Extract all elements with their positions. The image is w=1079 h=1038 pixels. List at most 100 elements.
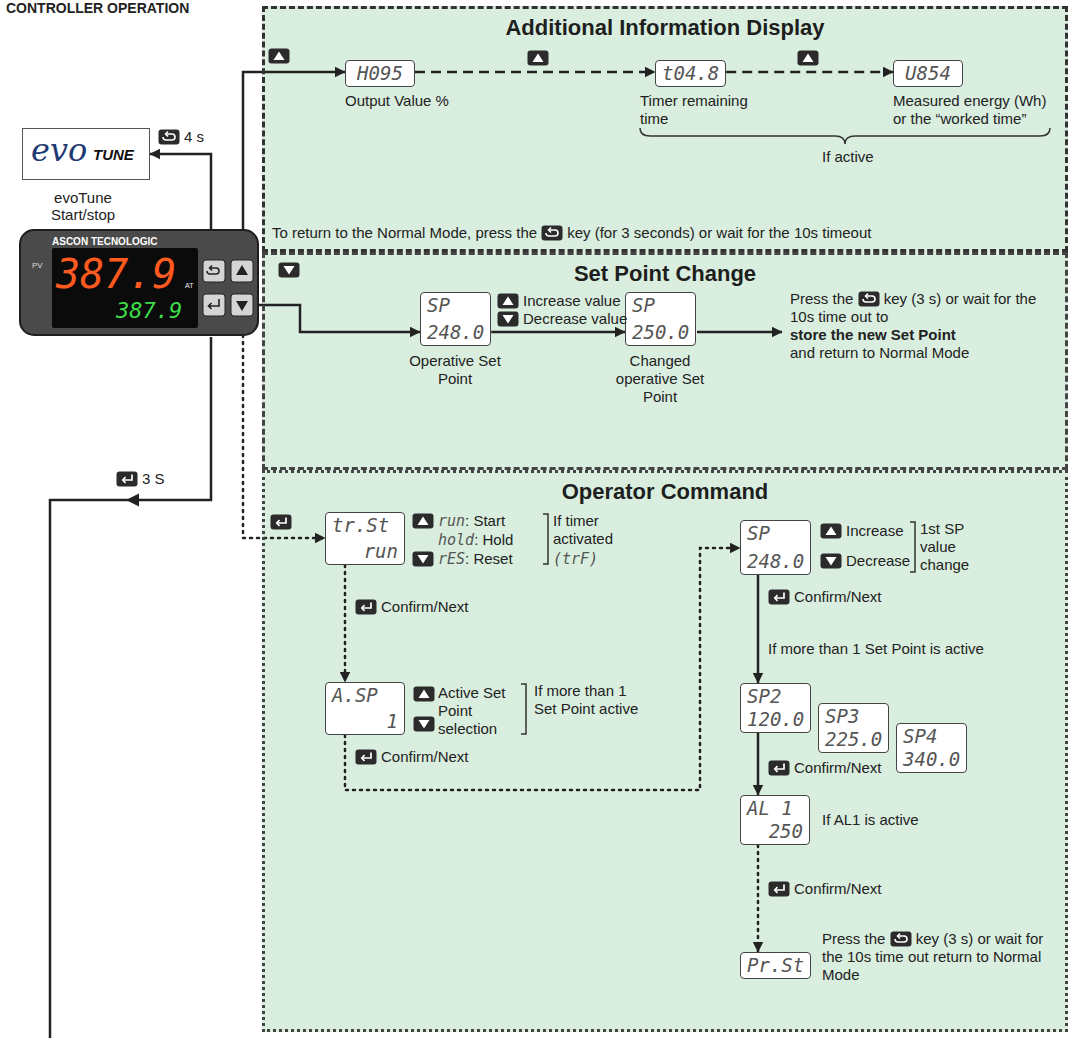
- bracket: [543, 514, 548, 564]
- key-icon: [797, 50, 819, 66]
- note-text: To return to the Normal Mode, press the: [272, 224, 537, 242]
- lcd-display: AL 1250: [740, 795, 810, 845]
- key-hint: 3 S: [116, 470, 165, 488]
- key-action: Increase: [846, 522, 904, 540]
- lcd-display: A.SP1: [325, 682, 405, 735]
- key-icon: [541, 225, 563, 241]
- lcd-display: SP4340.0: [896, 723, 967, 773]
- panel-fill: [262, 470, 1068, 1032]
- duration-note: 3 S: [142, 470, 165, 488]
- key-symbol: [209, 299, 220, 309]
- connector: [757, 733, 760, 795]
- device-text: evo: [31, 131, 87, 169]
- graphic-part: [821, 554, 842, 569]
- key-action: : Hold: [474, 531, 513, 548]
- display-text: AL 1: [747, 798, 803, 819]
- key-hint: rES: Reset: [412, 550, 513, 568]
- lcd-display: SP2120.0: [740, 683, 811, 733]
- caption: Operative Set Point: [405, 352, 505, 388]
- key-action: Confirm/Next: [794, 588, 882, 606]
- graphic-part: hold: Hold: [438, 531, 513, 549]
- device-text: evoTune Start/stop: [33, 189, 133, 224]
- duration-note: 4 s: [184, 128, 204, 146]
- display-text: SP3: [825, 706, 882, 727]
- panel-heading: Operator Command: [265, 479, 1065, 505]
- graphic-part: [159, 130, 180, 145]
- condition-note: If timer activated: [553, 512, 633, 548]
- display-text: 248.0: [747, 551, 804, 572]
- key-icon: [820, 553, 842, 569]
- device-text: AT: [185, 282, 193, 289]
- condition-note: If more than 1 Set Point active: [534, 682, 639, 718]
- caption: Changed operative Set Point: [610, 352, 710, 406]
- graphic-part: [528, 51, 549, 66]
- graphic-part: [413, 514, 434, 529]
- note-text: and return to Normal Mode: [790, 344, 1060, 362]
- key-action: Confirm/Next: [794, 880, 882, 898]
- graphic-part: [769, 761, 790, 776]
- caption: Timer remaining time: [640, 92, 765, 128]
- panel-band: Additional Information DisplayH095t04.8U…: [262, 6, 1068, 252]
- key-icon: [355, 599, 377, 615]
- key-icon: [158, 129, 180, 145]
- note-text: Press the: [822, 930, 885, 947]
- panel-fill: [262, 6, 1068, 252]
- display-text: SP: [632, 295, 689, 316]
- note-emphasis: store the new Set Point: [790, 326, 1060, 344]
- key-icon: [412, 513, 434, 529]
- key-action: Confirm/Next: [381, 748, 469, 766]
- key-icon: [116, 471, 138, 487]
- connector: [757, 575, 760, 683]
- note-text: key (for 3 seconds) or wait for the 10s …: [567, 224, 871, 242]
- leader-arrow: [697, 331, 782, 334]
- key-icon: [768, 589, 790, 605]
- key-icon: [768, 881, 790, 897]
- connector: [415, 71, 655, 74]
- graphic-part: rES: Reset: [438, 550, 513, 568]
- display-text: run: [332, 541, 398, 562]
- graphic-part: run: Start: [438, 512, 505, 530]
- key-icon: [858, 291, 880, 307]
- graphic-part: [890, 932, 911, 947]
- key-action: : Reset: [465, 550, 513, 567]
- display-code: rES: [438, 550, 465, 568]
- graphic-part: [821, 524, 842, 539]
- note: Press the key (3 s) or wait for the 10s …: [822, 930, 1052, 984]
- key-icon: [413, 716, 435, 732]
- condition-note: 1st SP value change: [920, 520, 990, 574]
- display-code: (trF): [553, 550, 598, 568]
- lcd-display: SP248.0: [420, 292, 491, 346]
- key-hint: Confirm/Next: [768, 759, 882, 777]
- lcd-display: SP250.0: [625, 292, 696, 346]
- graphic-part: [279, 263, 300, 278]
- key-icon: [527, 50, 549, 66]
- device-text: 387.9: [116, 300, 182, 322]
- condition-note: If more than 1 Set Point is active: [768, 640, 984, 658]
- key-hint: hold: Hold: [412, 531, 513, 549]
- key-hint: Confirm/Next: [768, 880, 882, 898]
- display-code: hold: [438, 531, 474, 549]
- key-action: Decrease value: [523, 310, 627, 328]
- panel-fill: [262, 252, 1068, 470]
- key-icon: [413, 686, 435, 702]
- controller-body: [20, 230, 258, 335]
- graphic-part: [769, 590, 790, 605]
- lcd-display: tr.Strun: [325, 512, 405, 565]
- display-code: run: [438, 512, 465, 530]
- controller-key: [203, 260, 225, 282]
- key-symbol: [236, 265, 248, 275]
- bracket: [910, 522, 915, 572]
- key-icon: [412, 551, 434, 567]
- note: Press the key (3 s) or wait for the 10s …: [790, 290, 1060, 362]
- controller-key: [231, 260, 253, 282]
- key-icon: [768, 760, 790, 776]
- key-icon: [820, 523, 842, 539]
- key-action: Confirm/Next: [794, 759, 882, 777]
- key-hint: Confirm/Next: [355, 598, 469, 616]
- evotune-box: evoTUNEevoTune Start/stop: [22, 128, 150, 180]
